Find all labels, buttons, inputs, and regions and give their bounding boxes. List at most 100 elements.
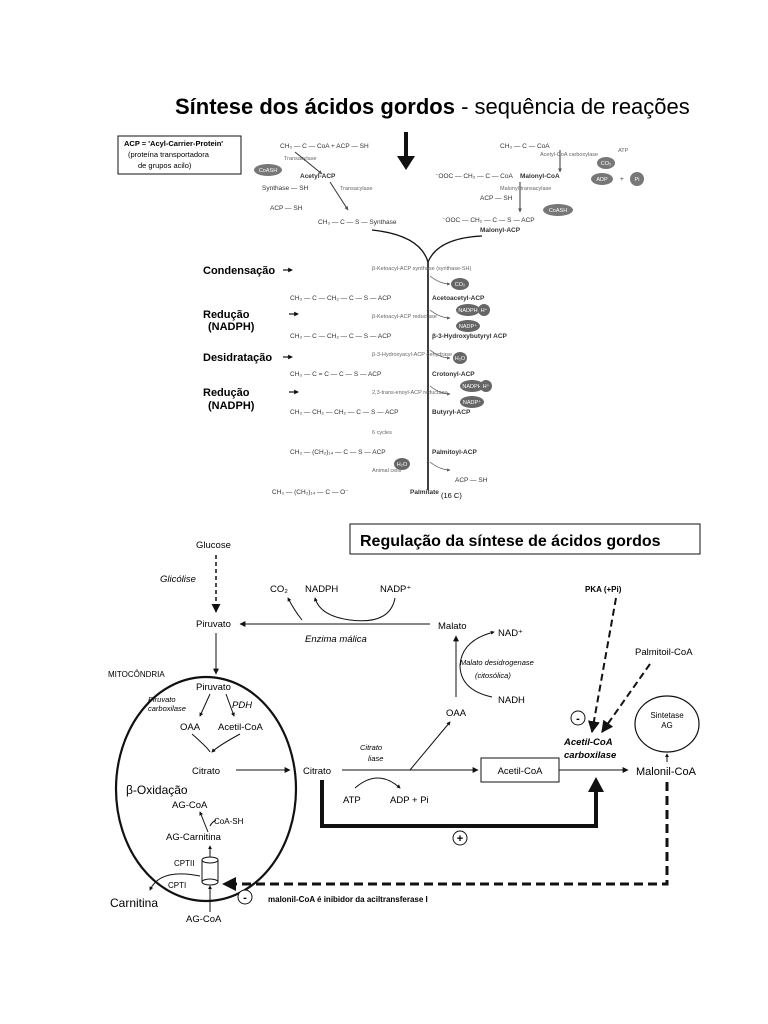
- cofactor-badge-label-0: CO₂: [455, 282, 465, 288]
- cofactor-badge-3: [456, 320, 480, 332]
- chain-structure-4: CH₃ — (CH₂)₁₄ — C — S — ACP: [290, 449, 386, 456]
- palmitate-suffix: (16 C): [441, 491, 462, 500]
- cofactor-badge-label-3: NADP⁺: [459, 323, 477, 330]
- nad-label: NAD⁺: [498, 628, 523, 639]
- atp-label: ATP: [343, 795, 361, 806]
- cofactor-badge-label-1: NADPH: [458, 308, 477, 314]
- nadp-label: NADP⁺: [380, 584, 411, 595]
- regulation-title-box: [349, 523, 701, 555]
- mitochondrion-membrane: [114, 675, 298, 903]
- side-arrow-2: [429, 349, 451, 360]
- citrate-activation-path: [320, 780, 598, 828]
- acetil-coa-mito: Acetil-CoA: [218, 722, 264, 733]
- step-dehydration: Desidratação: [203, 352, 272, 364]
- step-nadph-1: (NADPH): [208, 321, 255, 333]
- sintetase-ag-cycle: [634, 695, 700, 753]
- nadph-label: NADPH: [305, 584, 338, 595]
- acp-note-line-2: (proteína transportadora: [128, 150, 210, 159]
- co2-label: CO₂: [270, 584, 288, 595]
- step-condensation: Condensação: [203, 265, 275, 277]
- malonyl-coa-label: Malonyl-CoA: [520, 173, 560, 180]
- acp-sh-left: ACP — SH: [270, 205, 303, 212]
- cofactor-badge-4: [453, 352, 467, 364]
- acp-sh-out: ACP — SH: [455, 477, 488, 484]
- carnitina-label: Carnitina: [110, 896, 158, 910]
- chain-enzyme-4: 6 cycles: [372, 430, 392, 436]
- cofactor-badge-2: [478, 304, 490, 316]
- acetyl-coa-right: CH₃ — C — CoA: [500, 143, 550, 150]
- palmitoil-coa-label: Palmitoil-CoA: [635, 647, 693, 658]
- oaa-mito: OAA: [180, 722, 201, 733]
- cofactor-badge-label-6: H⁺: [483, 383, 490, 390]
- chain-product-2: Crotonyl-ACP: [432, 371, 475, 378]
- adp-badge-label: ADP: [596, 177, 608, 183]
- reaction-chain: β-Ketoacyl-ACP synthase (synthase-SH)CH₃…: [272, 266, 508, 496]
- citrato-liase-line-2: liase: [368, 754, 383, 763]
- oaa-cytosol: OAA: [446, 708, 467, 719]
- chain-enzyme-2: β-3-Hydroxyacyl-ACP dehydrase: [372, 352, 452, 358]
- transacylase-label-2: Transacylase: [340, 186, 373, 192]
- pka-label: PKA (+Pi): [585, 585, 622, 594]
- malonyl-inhibition-path: [228, 782, 669, 886]
- malonyl-coa-struct: ⁻OOC — CH₂ — C — CoA: [435, 173, 513, 180]
- coa-sh-label: CoA-SH: [214, 817, 244, 826]
- acetyl-coa-reactant: CH₃ — C — CoA + ACP — SH: [280, 143, 369, 150]
- side-arrow-1: [429, 309, 451, 320]
- enzima-malica-label: Enzima málica: [305, 634, 367, 645]
- cofactor-badge-label-5: NADPH: [462, 384, 481, 390]
- inhibitor-note: malonil-CoA é inibidor da aciltransferas…: [268, 895, 428, 904]
- ag-coa-mito: AG-CoA: [172, 800, 208, 811]
- adp-badge: [591, 173, 613, 185]
- cofactor-badge-7: [460, 396, 484, 408]
- nadh-label: NADH: [498, 695, 525, 706]
- activation-sign: +: [457, 833, 463, 845]
- chain-enzyme-3: 2,3-trans-enoyl-ACP reductase: [372, 390, 447, 396]
- coash-badge-right-label: CoASH: [549, 208, 567, 214]
- cptii-label: CPTII: [174, 859, 194, 868]
- malonyl-transacylase: Malonyl transacylase: [500, 186, 551, 192]
- acetyl-synthase: CH₃ — C — S — Synthase: [318, 219, 397, 226]
- coash-badge: [254, 164, 282, 176]
- chain-structure-5: CH₃ — (CH₂)₁₄ — C — O⁻: [272, 489, 349, 496]
- acetil-coa-box-label: Acetil-CoA: [498, 766, 544, 777]
- synthesis-title: Síntese dos ácidos gordos - sequência de…: [175, 94, 690, 119]
- side-arrow-0: [429, 275, 451, 286]
- piruvato-cytosol: Piruvato: [196, 619, 231, 630]
- acetyl-acp-label: Acetyl-ACP: [300, 173, 336, 180]
- chain-structure-0: CH₃ — C — CH₂ — C — S — ACP: [290, 295, 391, 302]
- chain-product-0: Acetoacetyl-ACP: [432, 295, 485, 302]
- co2-badge-top: [597, 157, 615, 169]
- step-nadph-2: (NADPH): [208, 400, 255, 412]
- ag-coa-cytosol: AG-CoA: [186, 914, 222, 925]
- ag-label: AG: [661, 721, 673, 730]
- inhibition-sign-cpti: -: [243, 892, 247, 904]
- malato-label: Malato: [438, 621, 467, 632]
- regulation-title: Regulação da síntese de ácidos gordos: [360, 533, 661, 550]
- pi-badge-label: Pi: [635, 177, 640, 183]
- side-arrow-3: [429, 385, 451, 396]
- citrato-mito: Citrato: [192, 766, 220, 777]
- atp-top: ATP: [618, 148, 629, 154]
- acp-note-line-3: de grupos acilo): [138, 161, 192, 170]
- chain-enzyme-1: β-Ketoacyl-ACP reductase: [372, 314, 437, 320]
- mitochondrion-label: MITOCÔNDRIA: [108, 670, 165, 679]
- cofactor-badge-6: [480, 380, 492, 392]
- synthase-sh-label: Synthase — SH: [262, 185, 309, 192]
- transacylase-label: Transacylase: [284, 156, 317, 162]
- reaction-step-labels: CondensaçãoRedução(NADPH)DesidrataçãoRed…: [203, 265, 299, 412]
- chain-structure-1: CH₃ — C — CH₂ — C — S — ACP: [290, 333, 391, 340]
- side-arrow-4: [429, 461, 451, 472]
- inhibition-sign-acc: -: [576, 713, 580, 725]
- malonil-coa-label: Malonil-CoA: [636, 766, 697, 778]
- glucose-label: Glucose: [196, 540, 231, 551]
- acc-enzyme-line-1: Acetil-CoA: [563, 737, 613, 748]
- cofactor-badge-8: [394, 458, 410, 470]
- sintetase-label: Sintetase: [650, 711, 684, 720]
- step-reduction-1: Redução: [203, 309, 250, 321]
- acetil-coa-box: [480, 757, 560, 783]
- citrato-liase-line-1: Citrato: [360, 743, 382, 752]
- pdh-label: PDH: [232, 700, 252, 711]
- acc-enzyme-line-2: carboxilase: [564, 750, 617, 761]
